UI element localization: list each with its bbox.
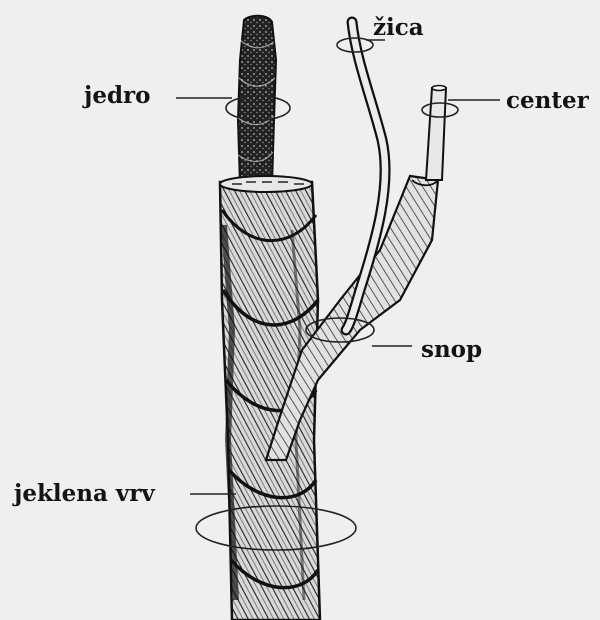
label-steel-rope: jeklena vrv bbox=[14, 482, 155, 505]
label-center: center bbox=[506, 89, 589, 112]
center-wire bbox=[426, 86, 446, 181]
core-fibre bbox=[238, 16, 276, 185]
label-wire: žica bbox=[373, 16, 424, 39]
label-core: jedro bbox=[84, 84, 151, 107]
label-strand: snop bbox=[421, 338, 482, 361]
